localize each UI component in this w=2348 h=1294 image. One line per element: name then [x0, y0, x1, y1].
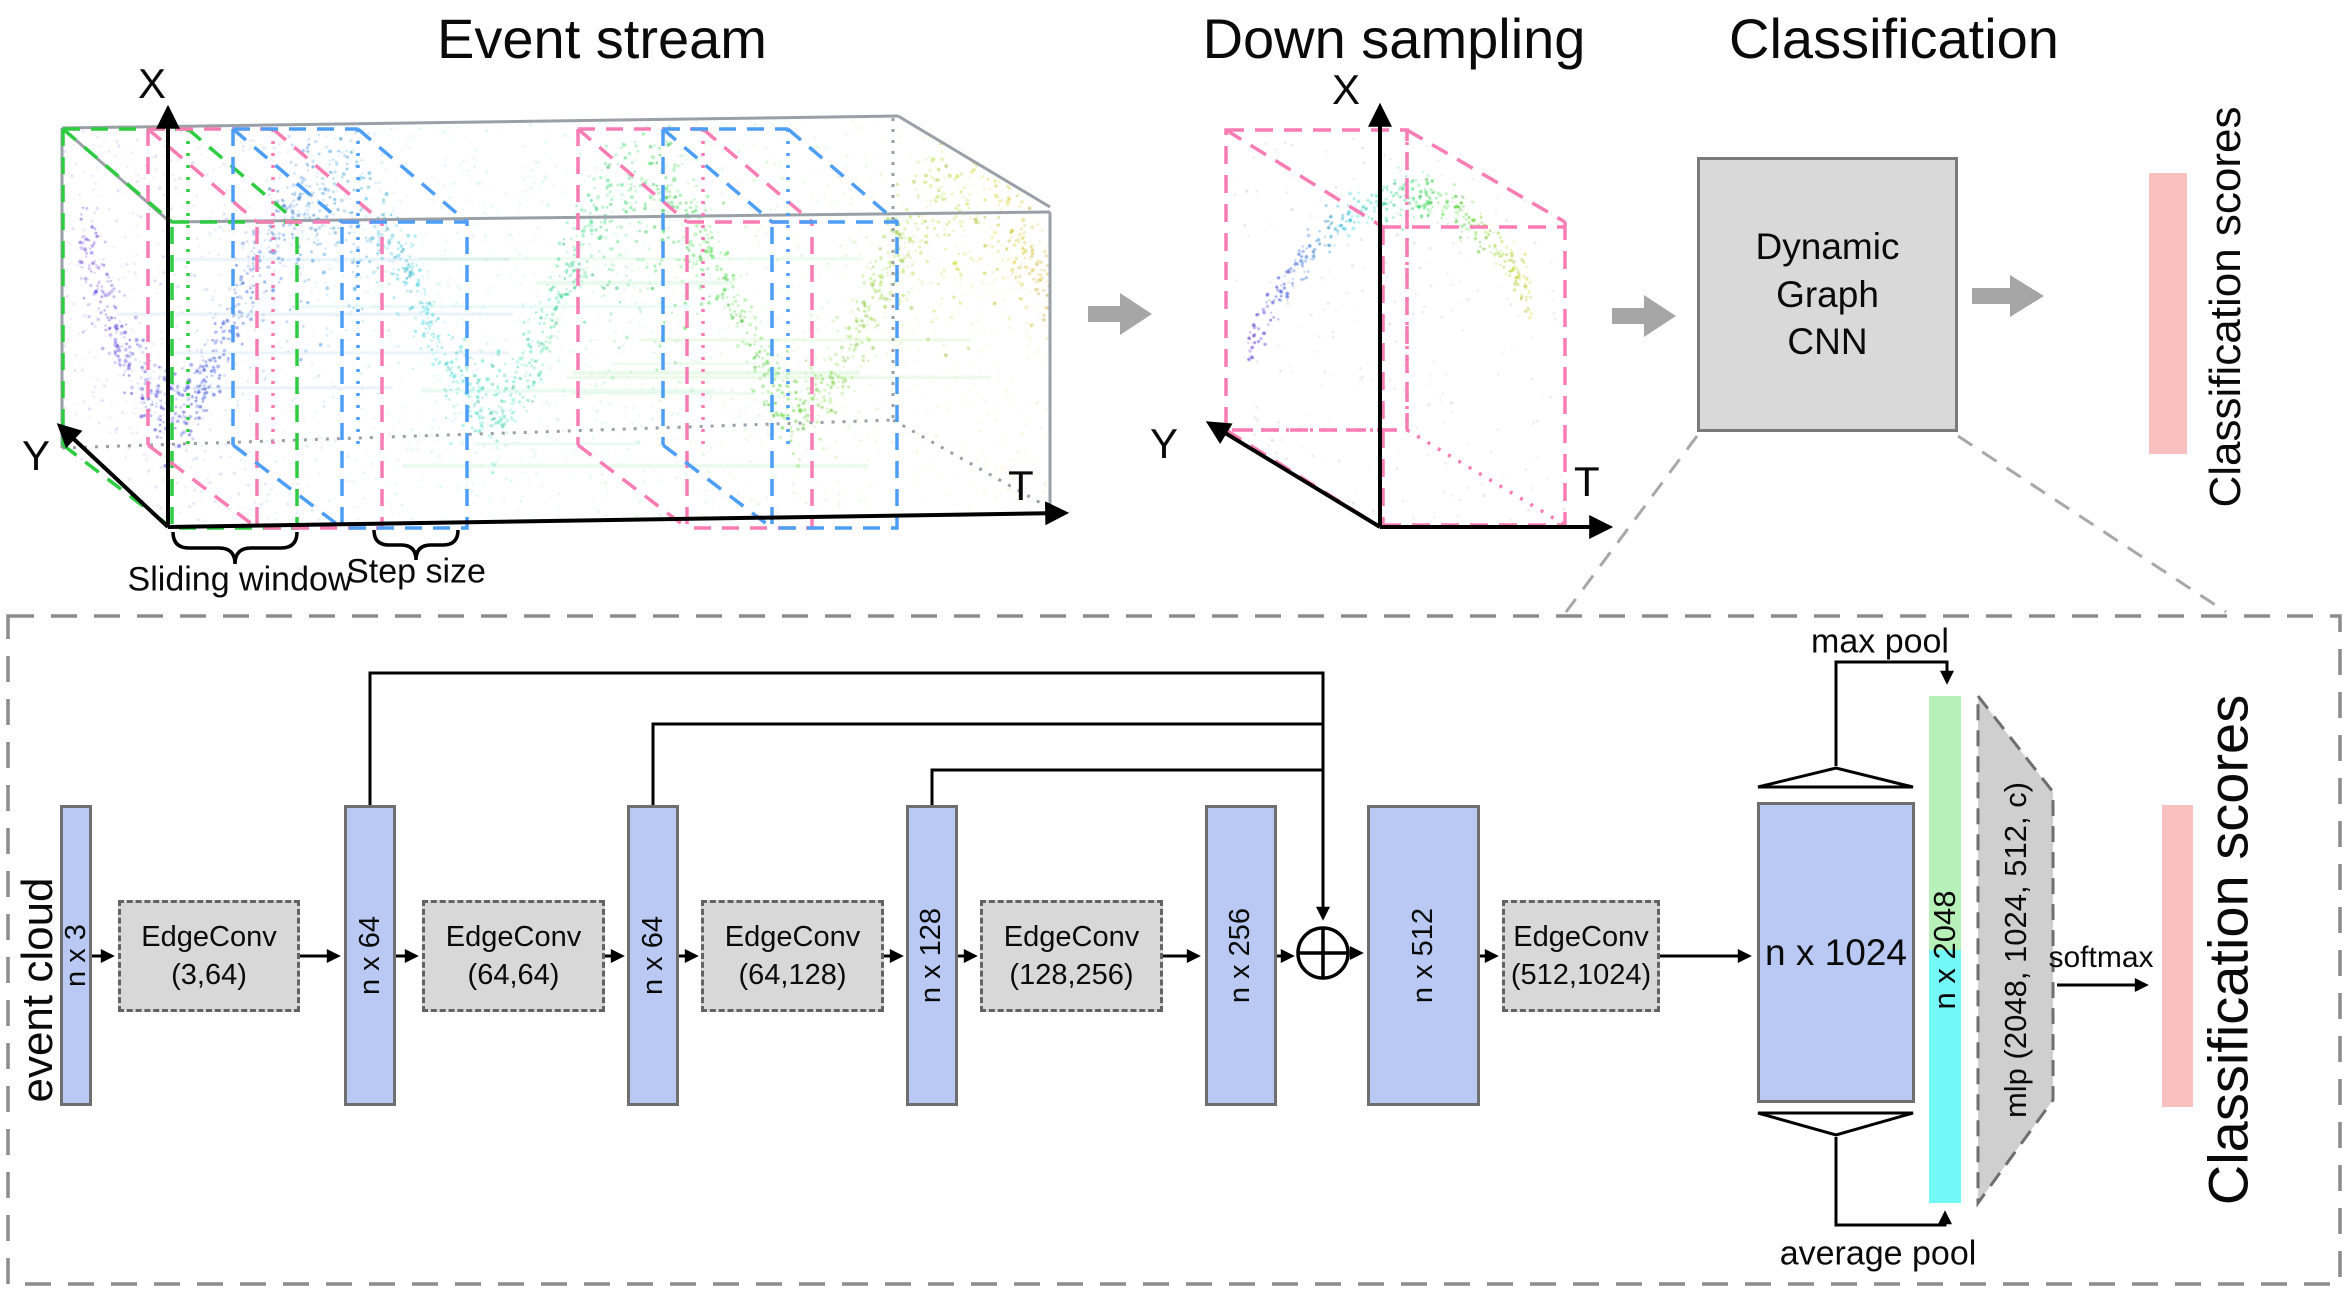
- feature-bar-n-x-128: n x 128: [906, 805, 958, 1106]
- downsample-x-axis-label: X: [1332, 66, 1361, 113]
- arrow-right-icon: [1088, 293, 1152, 335]
- sliding-window-box: [146, 127, 384, 530]
- bar-label: n x 3: [59, 924, 92, 987]
- average-pool-feature-bar: [1929, 950, 1961, 1203]
- event-t-axis-label: T: [1008, 462, 1034, 509]
- bar-label: n x 64: [636, 916, 669, 995]
- edgeconv-label: EdgeConv: [445, 920, 582, 953]
- edgeconv-params: (64,128): [738, 959, 847, 991]
- arrow-right-icon: [1612, 295, 1676, 337]
- detail-panel-border: [6, 614, 2342, 1286]
- feature-bar-n-x-64-a: n x 64: [344, 805, 396, 1106]
- edgeconv-params: (128,256): [1009, 959, 1134, 991]
- event-cube-edges: [60, 114, 1052, 512]
- sliding-window-label: Sliding window: [127, 560, 353, 599]
- sliding-window-box: [231, 127, 469, 530]
- edgeconv-label: EdgeConv: [1003, 920, 1140, 953]
- feature-bar-n-x-3: n x 3: [60, 805, 92, 1106]
- downsample-y-axis-label: Y: [1150, 420, 1179, 467]
- dgcnn-label-line1: Dynamic Graph: [1755, 226, 1900, 315]
- event-stream-title: Event stream: [437, 7, 767, 70]
- dgcnn-label-line2: CNN: [1787, 321, 1868, 363]
- average-pool-label: average pool: [1779, 1234, 1977, 1273]
- downsample-window-box: [1224, 128, 1567, 529]
- edgeconv-label: EdgeConv: [724, 920, 861, 953]
- sliding-window-box: [661, 127, 899, 530]
- edgeconv-params: (512,1024): [1510, 959, 1652, 991]
- mlp-label: mlp (2048, 1024, 512, c): [1998, 781, 2033, 1119]
- downsample-axes: [1205, 102, 1614, 539]
- expansion-connectors: [1564, 434, 2227, 614]
- edgeconv-params: (3,64): [171, 959, 247, 991]
- downsample-t-axis-label: T: [1574, 458, 1600, 505]
- edgeconv-5: EdgeConv (512,1024): [1502, 900, 1660, 1012]
- event-axes: [56, 104, 1070, 529]
- average-pool-funnel: [1757, 1111, 1952, 1227]
- event-x-axis-label: X: [138, 60, 167, 107]
- down-sampling-title: Down sampling: [1202, 7, 1586, 70]
- edgeconv-params: (64,64): [467, 959, 560, 991]
- edgeconv-2: EdgeConv (64,64): [422, 900, 605, 1012]
- bar-label: n x 256: [1224, 907, 1257, 1004]
- feature-bar-n-x-64-b: n x 64: [627, 805, 679, 1106]
- scores-bar-top: [2149, 173, 2187, 454]
- sliding-window-box: [576, 127, 814, 530]
- dgcnn-box: Dynamic Graph CNN: [1697, 157, 1958, 432]
- flow-arrows: [92, 946, 1752, 963]
- step-size-label: Step size: [346, 552, 486, 591]
- classification-title: Classification: [1729, 7, 2059, 70]
- scores-label-bottom: Classification scores: [2196, 694, 2260, 1206]
- box-label: n x 1024: [1765, 931, 1907, 973]
- arrow-right-icon: [1972, 275, 2044, 317]
- edgeconv-4: EdgeConv (128,256): [980, 900, 1163, 1012]
- n-x-2048-label: n x 2048: [1927, 890, 1962, 1010]
- braces: [171, 529, 460, 565]
- edgeconv-1: EdgeConv (3,64): [118, 900, 300, 1012]
- scores-bar-bottom: [2162, 805, 2193, 1107]
- max-pool-feature-bar: [1929, 696, 1961, 950]
- edgeconv-label: EdgeConv: [141, 920, 277, 953]
- feature-bar-n-x-256: n x 256: [1205, 805, 1277, 1106]
- concat-plus-icon: [1296, 926, 1350, 980]
- bar-label: n x 512: [1406, 907, 1439, 1004]
- max-pool-funnel: [1757, 660, 1954, 789]
- edgeconv-label: EdgeConv: [1513, 920, 1649, 953]
- bar-label: n x 64: [353, 916, 386, 995]
- softmax-label: softmax: [2048, 941, 2154, 974]
- max-pool-label: max pool: [1811, 622, 1949, 661]
- event-y-axis-label: Y: [22, 432, 51, 479]
- section-arrow-icons: [1088, 275, 2044, 337]
- skip-connections: [368, 671, 1330, 921]
- scores-label-top: Classification scores: [2201, 106, 2250, 508]
- mlp-trapezoid: [1976, 691, 2055, 1208]
- feature-bar-n-x-512: n x 512: [1367, 805, 1480, 1106]
- event-cloud-label: event cloud: [13, 877, 62, 1103]
- bar-label: n x 128: [915, 907, 948, 1004]
- edgeconv-3: EdgeConv (64,128): [701, 900, 884, 1012]
- sliding-windows: [61, 127, 899, 530]
- feature-box-n-x-1024: n x 1024: [1757, 802, 1915, 1103]
